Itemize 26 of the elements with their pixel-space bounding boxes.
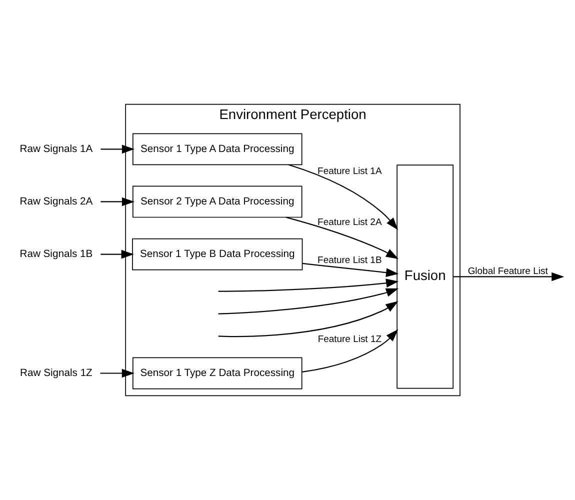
arrow xyxy=(100,250,134,259)
edge-label: Feature List 1A xyxy=(318,166,382,177)
edge-label: Feature List 1Z xyxy=(318,334,382,346)
arrow xyxy=(100,368,134,378)
arrow xyxy=(218,301,398,338)
node-box: Sensor 1 Type A Data Processing xyxy=(132,133,302,166)
arrow xyxy=(288,164,398,230)
arrow xyxy=(218,278,399,292)
edge-label: Feature List 1B xyxy=(318,254,382,266)
node-text: Raw Signals 1B xyxy=(20,248,93,260)
node-text: Raw Signals 2A xyxy=(20,196,93,208)
node-text: Raw Signals 1A xyxy=(20,144,93,155)
arrow xyxy=(100,197,135,206)
edge-label: Global Feature List xyxy=(468,266,548,277)
node-box: Sensor 1 Type Z Data Processing xyxy=(132,357,302,390)
arrow xyxy=(302,329,398,373)
node-text: Raw Signals 1Z xyxy=(20,368,92,379)
arrow xyxy=(100,144,135,154)
node-box: Fusion xyxy=(396,164,454,389)
arrow xyxy=(286,216,399,260)
node-box: Sensor 1 Type B Data Processing xyxy=(132,238,303,270)
node-box: Sensor 2 Type A Data Processing xyxy=(132,186,302,218)
edge-label: Feature List 2A xyxy=(318,216,382,228)
arrow xyxy=(218,288,399,314)
arrow xyxy=(302,262,399,277)
arrow xyxy=(453,272,564,282)
